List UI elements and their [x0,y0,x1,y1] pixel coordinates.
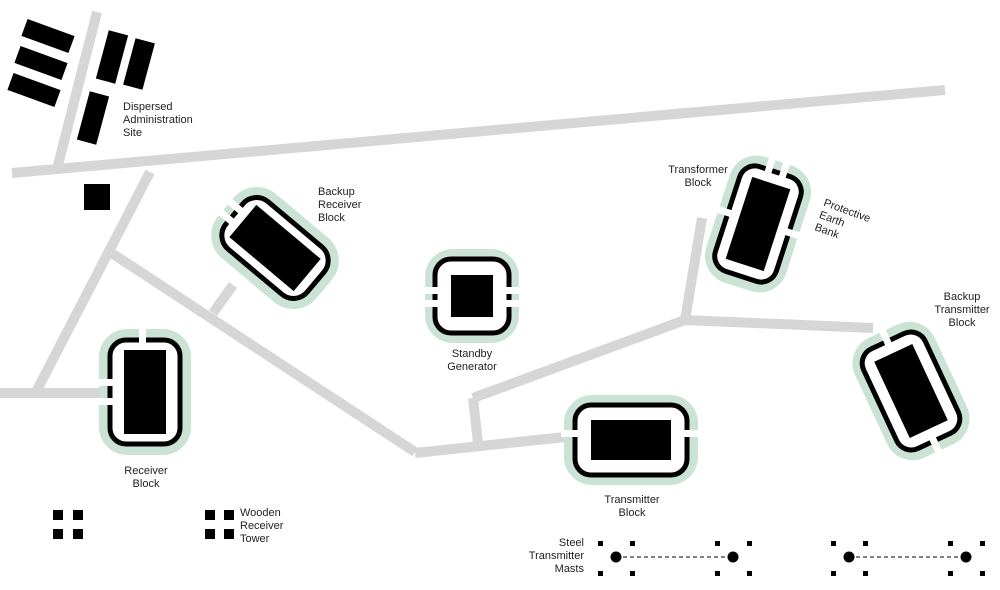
admin-building [14,45,68,81]
west-diagonal-road [32,169,155,393]
transformer-spur [680,217,707,321]
building [229,204,321,292]
entrance-gap [763,154,777,178]
entrance-gap [561,430,583,437]
entrance-gap [139,326,146,346]
central-diagonal-road [107,247,418,457]
entrance-gap [777,158,792,183]
wooden-receiver-tower [205,510,234,539]
entrance-gap [780,226,804,241]
admin-building [123,38,155,90]
steel-transmitter-mast-pair [831,541,985,576]
east-diagonal-road [471,315,687,403]
entrance-gap [877,326,894,350]
label-backup-transmitter-block: Backup Transmitter Block [934,291,990,329]
entrance-gap [95,398,115,405]
entrance-gap [927,433,944,457]
transformer-block [704,154,812,293]
label-dispersed-administration-site: Dispersed Administration Site [123,101,193,139]
admin-building [76,91,110,145]
label-standby-generator: Standby Generator [447,348,497,373]
admin-gatehouse [84,184,110,210]
mast-base [843,551,855,563]
admin-building [95,30,129,84]
building [591,420,671,460]
admin-building [21,18,75,54]
building [124,350,166,434]
mast-base [727,551,739,563]
dispersed-administration-site [7,18,155,210]
entrance-gap [713,205,737,219]
mast-base [610,551,622,563]
label-steel-transmitter-masts: Steel Transmitter Masts [528,537,584,575]
admin-access-road [53,10,102,167]
building [874,344,948,438]
main-road [11,85,946,178]
label-transformer-block: Transformer Block [668,164,728,189]
standby-generator [422,249,522,343]
label-backup-receiver-block: Backup Receiver Block [318,186,362,224]
entrance-gap [679,430,701,437]
guy-anchor [598,541,752,576]
backup-receiver-spur [208,282,238,316]
admin-building [7,72,61,108]
road-network [0,10,946,458]
building [451,275,493,317]
label-transmitter-block: Transmitter Block [604,494,660,519]
building [725,176,791,272]
receiver-block [95,326,191,455]
transmitter-access-road [414,432,566,458]
label-wooden-receiver-tower: Wooden Receiver Tower [240,507,284,545]
transmitter-loop-road [468,397,483,444]
steel-transmitter-mast-pair [598,541,752,576]
label-receiver-block: Receiver Block [124,465,168,490]
entrance-gap [95,379,115,386]
backup-transmitter-road [684,315,874,333]
backup-transmitter-block [852,321,970,461]
entrance-gap [215,207,236,226]
entrance-gap [224,196,245,215]
guy-anchor [831,541,985,576]
mast-base [960,551,972,563]
transmitter-block [561,395,701,485]
backup-receiver-block [211,186,339,310]
wooden-receiver-tower [53,510,83,539]
